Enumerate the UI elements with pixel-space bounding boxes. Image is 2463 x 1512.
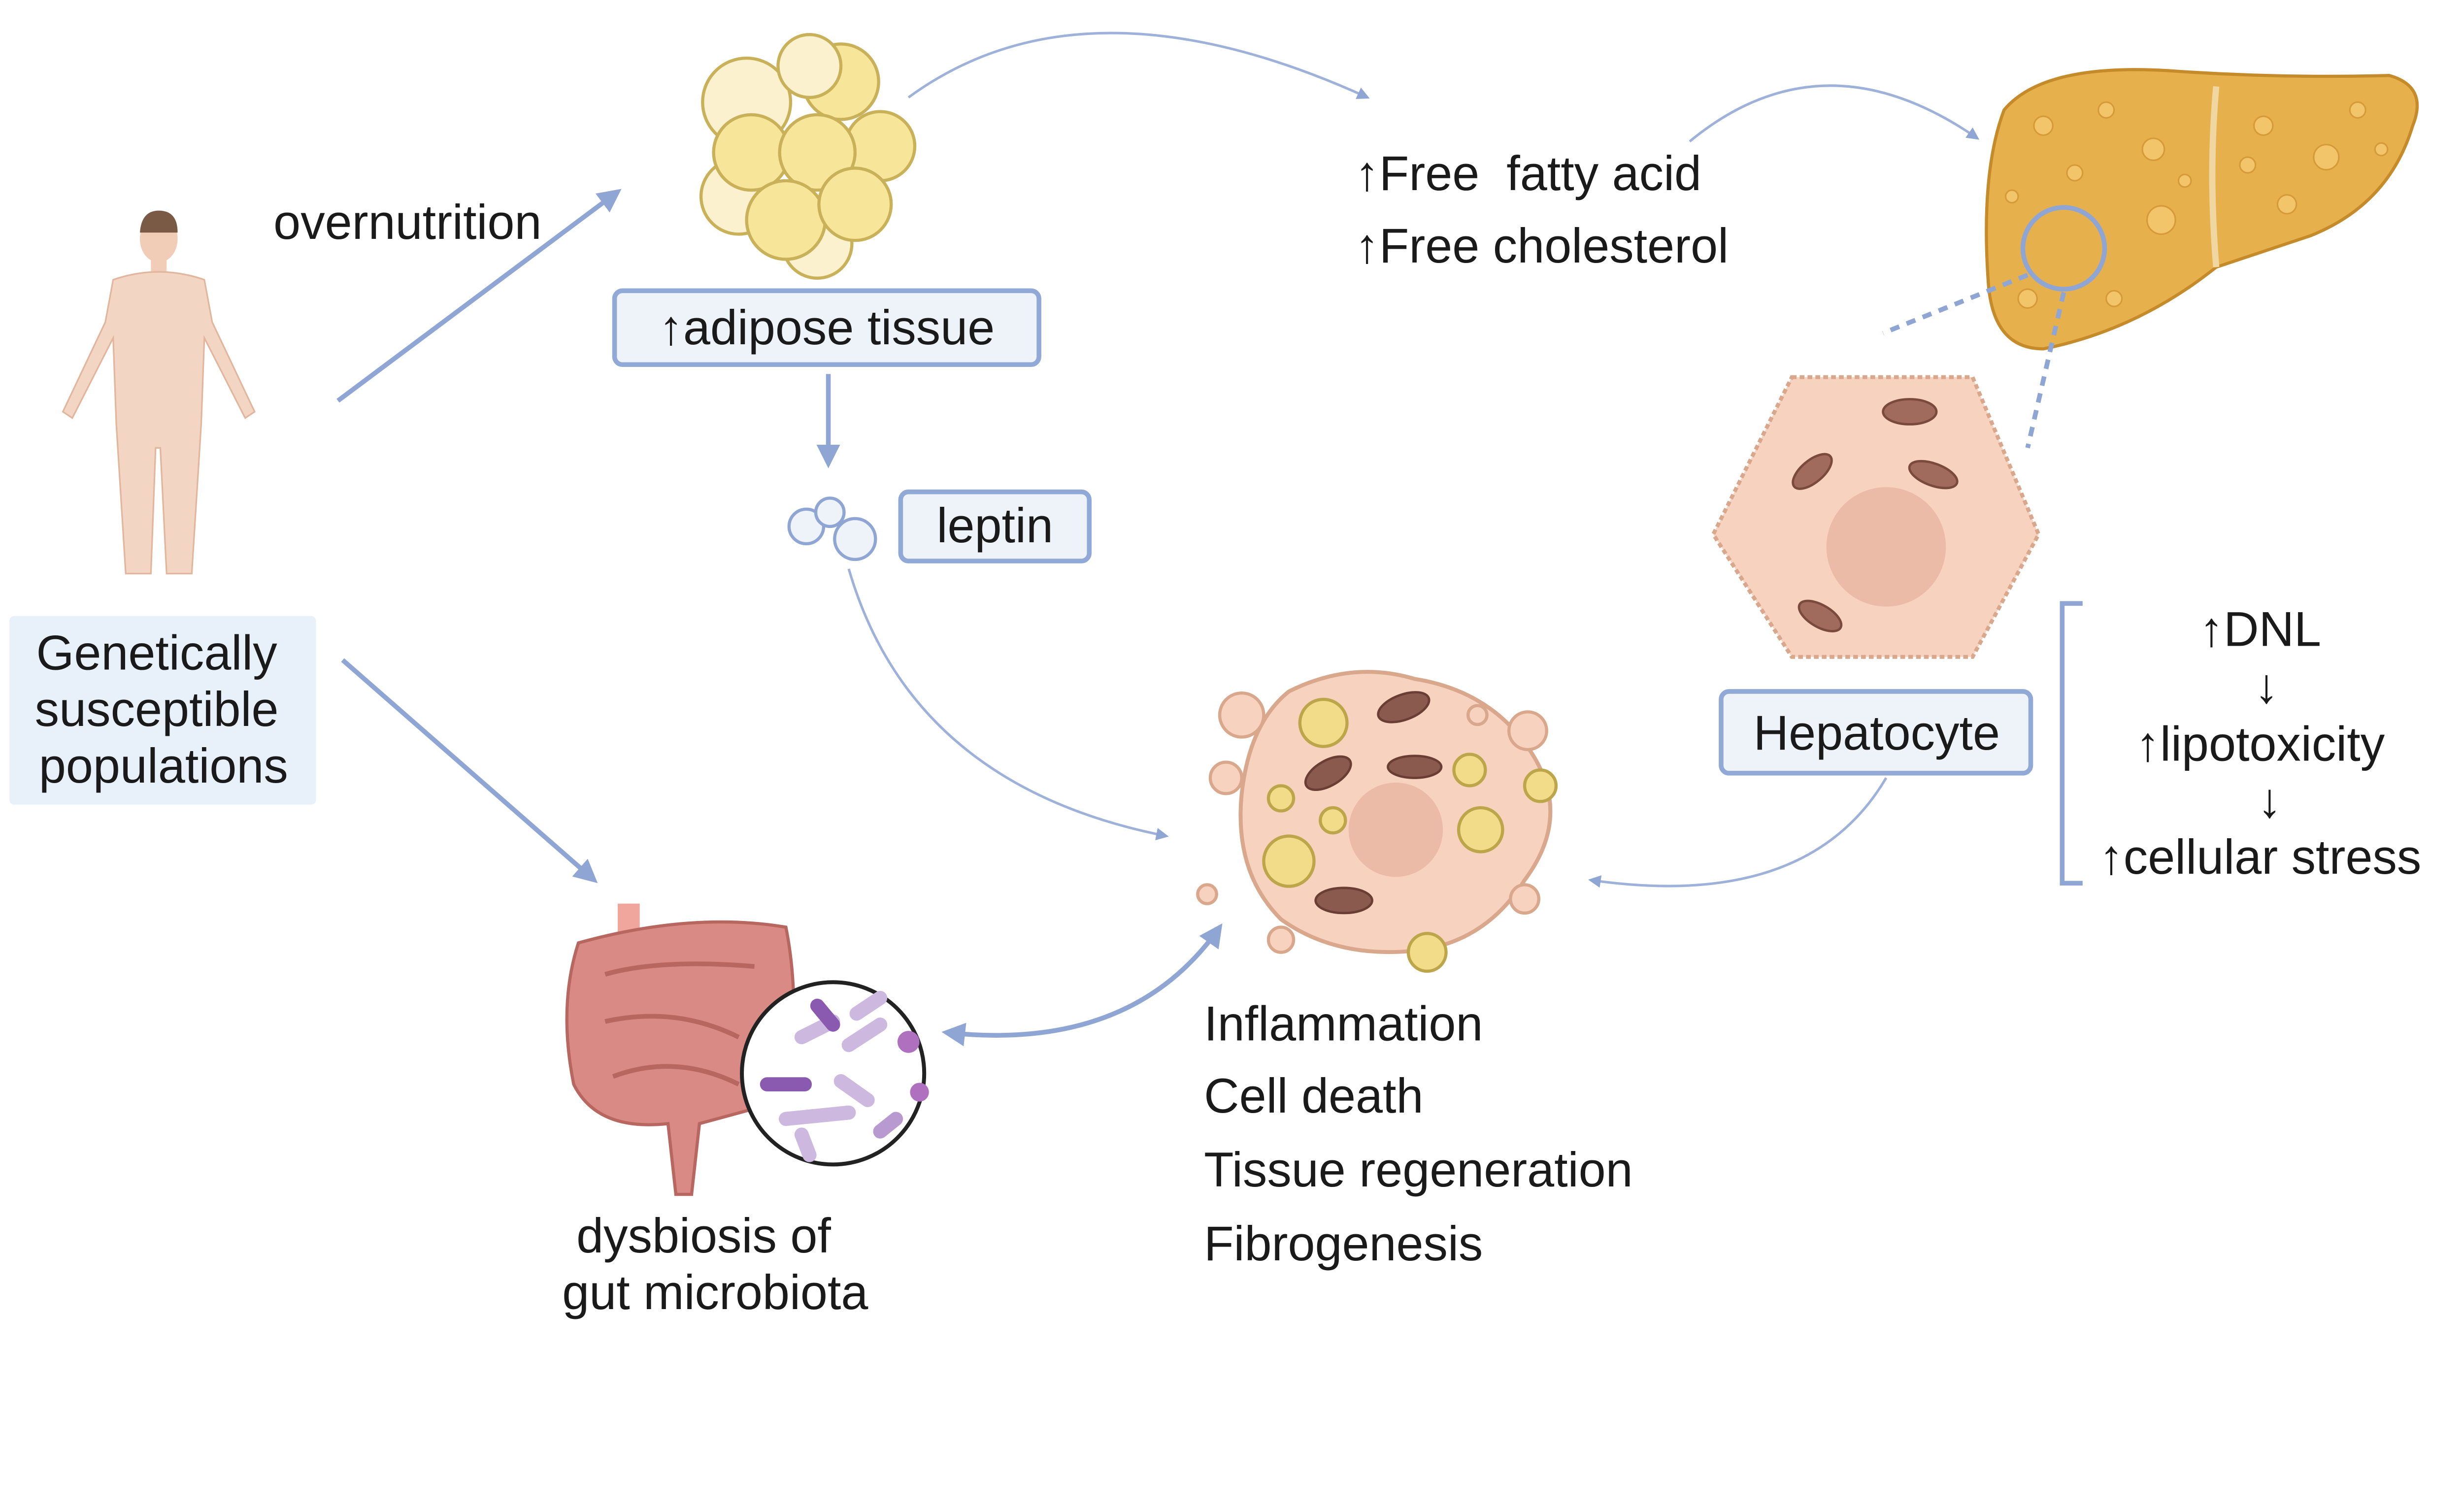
- intestine-icon: [565, 903, 796, 1196]
- fatty-liver-icon: [1985, 68, 2419, 351]
- adipose-cells-icon: [699, 33, 917, 280]
- hepatocyte-label: Hepatocyte: [1754, 705, 2000, 760]
- zoom-line-right: [2025, 292, 2066, 449]
- gut-dysbiosis-label: dysbiosis of gut microbiota: [562, 1208, 868, 1319]
- cascade-arrow-1: ↓: [2254, 658, 2278, 713]
- hepatocyte-cell-icon: [1711, 375, 2041, 659]
- outcome-tissue-regeneration: Tissue regeneration: [1204, 1142, 1633, 1197]
- overnutrition-arrow: [336, 189, 622, 403]
- adipose-tissue-box: [612, 288, 1041, 367]
- overnutrition-label: overnutrition: [273, 195, 541, 249]
- leptin-to-inflammation-arrow: [847, 568, 1169, 841]
- magnify-circle: [2020, 205, 2107, 292]
- free-fatty-acid-label: ↑Free fatty acid: [1355, 146, 1701, 200]
- leptin-box: [898, 489, 1092, 563]
- leptin-label: leptin: [937, 498, 1053, 553]
- gut-inflammation-double-arrow: [941, 923, 1223, 1047]
- hepatocyte-box: [1719, 689, 2033, 776]
- hepatocyte-to-inflammation-arrow: [1588, 777, 1888, 888]
- cascade-lipotoxicity: ↑lipotoxicity: [2136, 716, 2385, 771]
- nafld-diagram: Genetically susceptible populations over…: [9, 32, 2421, 1319]
- outcomes-list: Inflammation Cell death Tissue regenerat…: [1204, 996, 1633, 1271]
- human-figure-icon: [62, 210, 256, 575]
- cascade-bracket: [2060, 601, 2083, 886]
- free-cholesterol-label: ↑Free cholesterol: [1355, 218, 1729, 273]
- cascade-arrow-2: ↓: [2258, 773, 2282, 827]
- ffa-to-liver-arrow: [1689, 84, 1980, 143]
- zoom-line-left: [1882, 272, 2029, 335]
- microbiota-magnified-icon: [740, 980, 929, 1167]
- population-label: Genetically susceptible populations: [35, 625, 292, 793]
- adipose-tissue-label: ↑adipose tissue: [659, 300, 995, 355]
- leptin-molecules-icon: [787, 496, 877, 561]
- damaged-cell-icon: [1196, 670, 1558, 973]
- outcome-cell-death: Cell death: [1204, 1068, 1423, 1123]
- cascade-dnl: ↑DNL: [2199, 601, 2321, 656]
- population-box: [9, 616, 316, 805]
- cascade-list: ↑DNL ↓ ↑lipotoxicity ↓ ↑cellular stress: [2099, 601, 2421, 884]
- outcome-inflammation: Inflammation: [1204, 996, 1483, 1051]
- outcome-fibrogenesis: Fibrogenesis: [1204, 1216, 1483, 1271]
- cascade-cellular-stress: ↑cellular stress: [2099, 829, 2421, 884]
- adipose-to-ffa-arrow: [907, 32, 1370, 99]
- population-to-gut-arrow: [341, 658, 598, 884]
